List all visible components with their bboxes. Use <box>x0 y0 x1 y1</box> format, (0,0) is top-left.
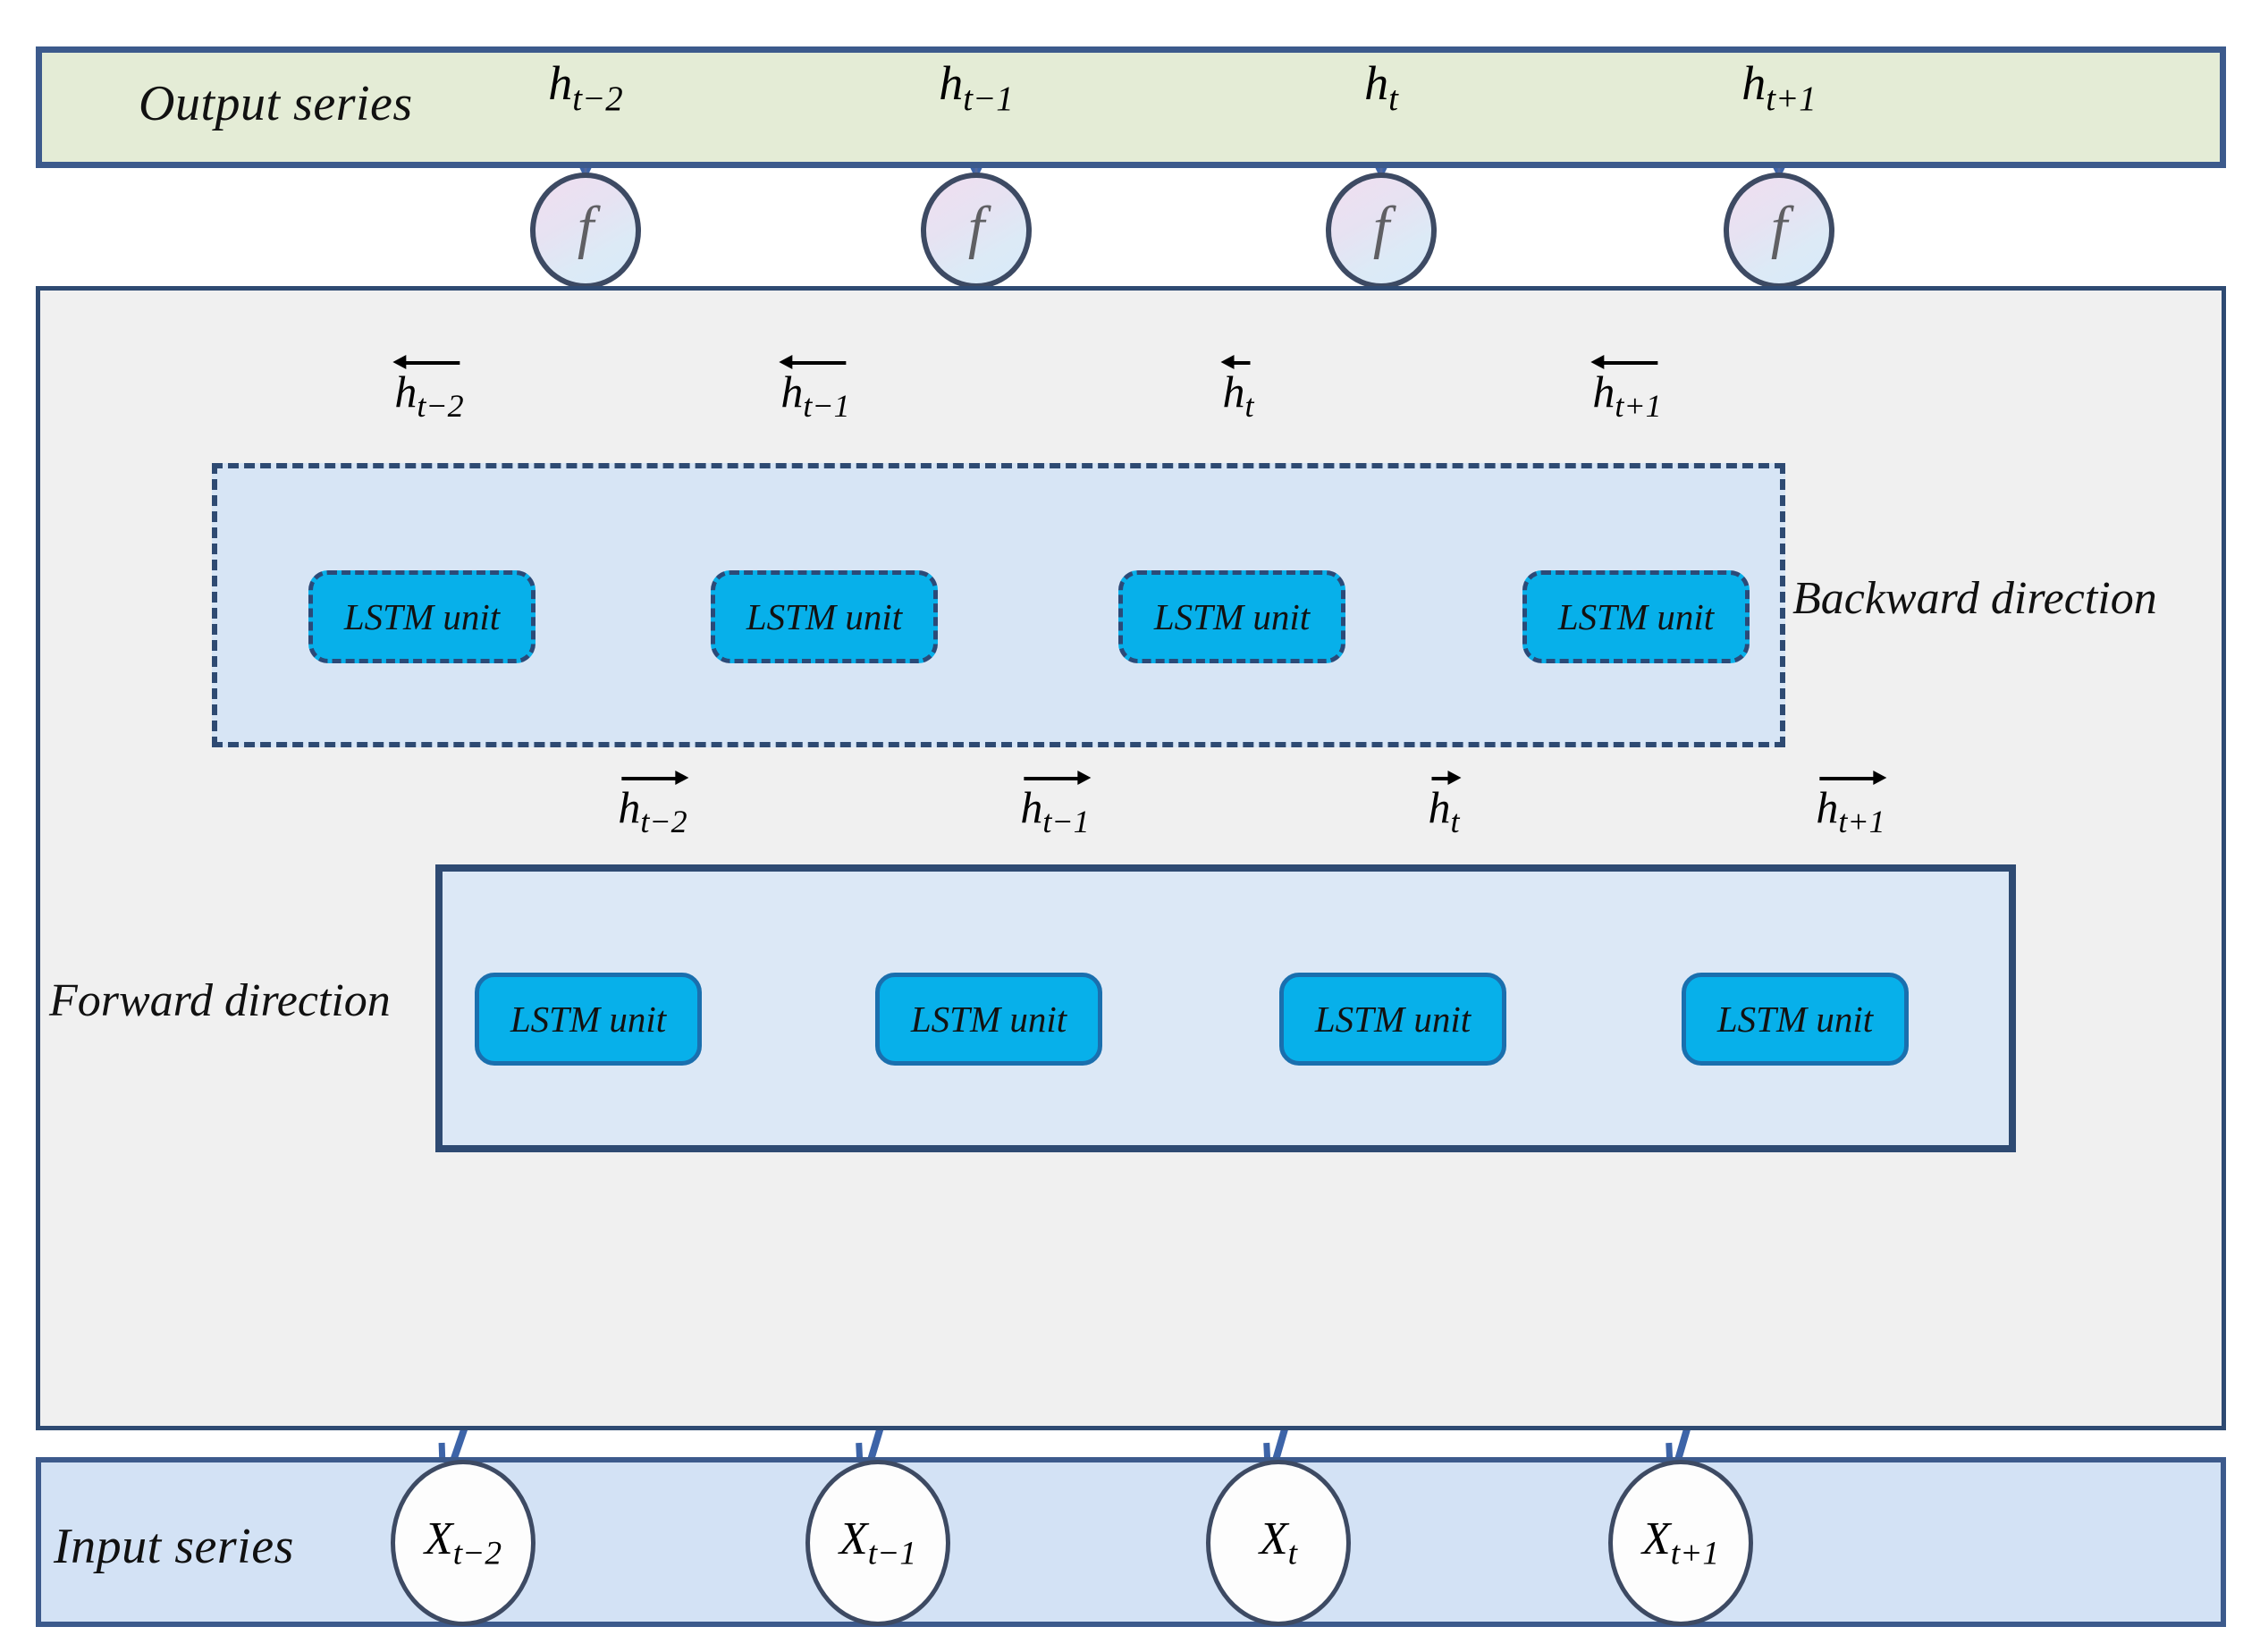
backward-lstm-unit-2[interactable]: LSTM unit <box>711 570 938 663</box>
right-arrow-overbar-icon <box>1428 769 1462 785</box>
lstm-unit-label: LSTM unit <box>1153 596 1311 637</box>
output-label-ht-2: ht−2 <box>548 56 623 118</box>
input-series-band <box>36 1457 2226 1627</box>
backward-state-label-ht: ht <box>1220 353 1254 422</box>
lstm-unit-label: LSTM unit <box>746 596 903 637</box>
right-arrow-overbar-icon <box>618 769 689 785</box>
backward-lstm-unit-3[interactable]: LSTM unit <box>1118 570 1345 663</box>
activation-node-f-3[interactable]: f <box>1326 173 1437 289</box>
forward-state-label-ht+1: ht+1 <box>1816 769 1887 838</box>
input-node-label: Xt−1 <box>839 1513 917 1572</box>
forward-lstm-unit-2[interactable]: LSTM unit <box>875 973 1102 1066</box>
activation-node-label: f <box>967 195 985 260</box>
output-series-label: Output series <box>139 76 413 131</box>
forward-lstm-unit-3[interactable]: LSTM unit <box>1279 973 1506 1066</box>
lstm-unit-label: LSTM unit <box>1314 999 1472 1040</box>
output-label-ht: ht <box>1364 56 1398 118</box>
input-node-label: Xt+1 <box>1641 1513 1720 1572</box>
input-series-label: Input series <box>54 1519 294 1574</box>
activation-node-label: f <box>577 195 595 260</box>
input-node-xt+1[interactable]: Xt+1 <box>1608 1460 1753 1626</box>
activation-node-f-1[interactable]: f <box>530 173 641 289</box>
left-arrow-overbar-icon <box>1220 353 1253 369</box>
output-series-band <box>36 46 2226 168</box>
backward-state-label-ht-1: ht−1 <box>779 353 850 422</box>
left-arrow-overbar-icon <box>779 353 849 369</box>
input-node-xt-1[interactable]: Xt−1 <box>805 1460 950 1626</box>
forward-state-label-ht: ht <box>1428 769 1462 838</box>
forward-lstm-unit-4[interactable]: LSTM unit <box>1682 973 1909 1066</box>
output-arrows <box>569 147 1795 181</box>
left-arrow-overbar-icon <box>392 353 463 369</box>
forward-lstm-unit-1[interactable]: LSTM unit <box>475 973 702 1066</box>
forward-state-label-ht-1: ht−1 <box>1020 769 1092 838</box>
backward-lstm-unit-4[interactable]: LSTM unit <box>1522 570 1750 663</box>
forward-state-label-ht-2: ht−2 <box>618 769 689 838</box>
input-node-label: Xt <box>1259 1513 1298 1572</box>
activation-node-f-2[interactable]: f <box>921 173 1032 289</box>
output-label-ht+1: ht+1 <box>1741 56 1817 118</box>
lstm-unit-label: LSTM unit <box>1557 596 1715 637</box>
lstm-unit-label: LSTM unit <box>910 999 1067 1040</box>
input-node-label: Xt−2 <box>424 1513 502 1572</box>
forward-direction-label: Forward direction <box>49 975 391 1026</box>
activation-node-label: f <box>1372 195 1390 260</box>
backward-direction-label: Backward direction <box>1792 573 2157 624</box>
left-arrow-overbar-icon <box>1590 353 1661 369</box>
right-arrow-overbar-icon <box>1816 769 1887 785</box>
input-node-xt-2[interactable]: Xt−2 <box>391 1460 535 1626</box>
lstm-unit-label: LSTM unit <box>510 999 667 1040</box>
backward-lstm-unit-1[interactable]: LSTM unit <box>308 570 535 663</box>
input-node-xt[interactable]: Xt <box>1206 1460 1351 1626</box>
backward-state-label-ht+1: ht+1 <box>1590 353 1662 422</box>
backward-state-label-ht-2: ht−2 <box>392 353 464 422</box>
lstm-unit-label: LSTM unit <box>343 596 501 637</box>
activation-node-f-4[interactable]: f <box>1724 173 1834 289</box>
right-arrow-overbar-icon <box>1020 769 1092 785</box>
lstm-unit-label: LSTM unit <box>1716 999 1874 1040</box>
activation-node-label: f <box>1770 195 1788 260</box>
recurrent-layers-band <box>36 286 2226 1430</box>
output-label-ht-1: ht−1 <box>939 56 1014 118</box>
